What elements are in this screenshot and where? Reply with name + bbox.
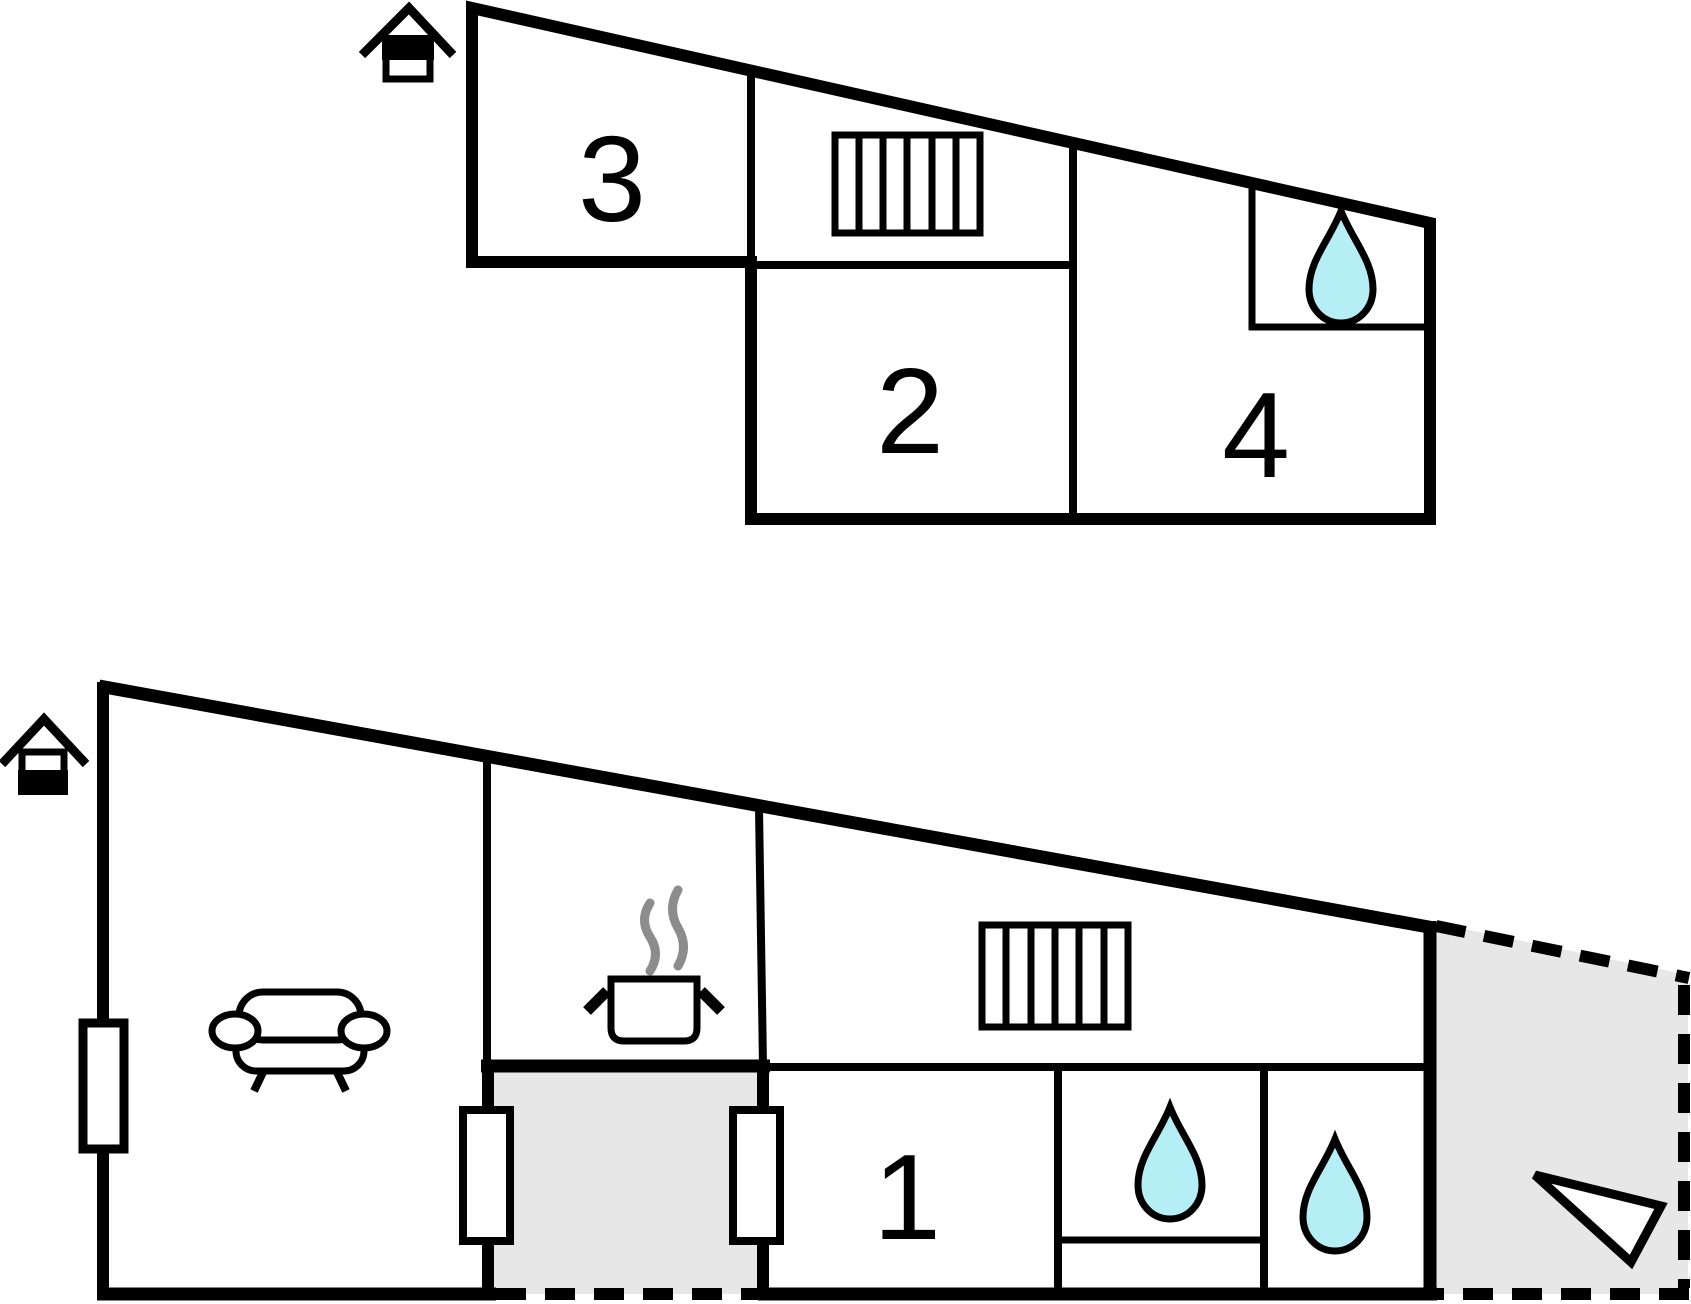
storey-filled-half bbox=[18, 770, 68, 795]
room-label-2: 2 bbox=[876, 343, 944, 479]
room-label-4: 4 bbox=[1222, 367, 1290, 503]
sofa-icon bbox=[208, 988, 391, 1093]
storey-roof bbox=[358, 1, 457, 59]
stairs-icon bbox=[978, 921, 1132, 1031]
room-label-1: 1 bbox=[873, 1129, 941, 1265]
cooking-pot-icon bbox=[583, 975, 725, 1045]
steam-icon bbox=[640, 885, 688, 976]
storey-roof bbox=[0, 712, 90, 768]
wall-top-slope bbox=[97, 679, 1436, 935]
steam-line bbox=[668, 885, 688, 971]
door-icon bbox=[459, 1106, 514, 1245]
door-icon bbox=[729, 1106, 784, 1245]
stairs-icon bbox=[831, 131, 984, 237]
pot-handle-right bbox=[697, 987, 725, 1015]
wall-kitchen-dining bbox=[755, 807, 767, 1067]
terrace-fill bbox=[1430, 922, 1688, 1294]
pot-body bbox=[607, 975, 701, 1045]
terrace-arrow-icon bbox=[1531, 1170, 1668, 1270]
pot-handle-left bbox=[583, 987, 611, 1015]
window-icon bbox=[78, 1018, 129, 1154]
sofa-armrest-right bbox=[337, 1010, 391, 1052]
steam-line bbox=[640, 898, 660, 976]
hall-fill bbox=[494, 1070, 757, 1294]
ground-floor-outline bbox=[98, 682, 1435, 1294]
sofa-armrest-left bbox=[208, 1010, 262, 1052]
room-label-3: 3 bbox=[578, 111, 646, 247]
upper-floor-plan: 3 2 4 bbox=[358, 0, 1436, 525]
terrace-dashed-edge-top bbox=[1434, 920, 1691, 984]
terrace-area bbox=[1430, 920, 1691, 1300]
upper-storey-icon bbox=[358, 1, 457, 83]
ground-storey-icon bbox=[0, 712, 90, 795]
ground-floor-plan: 1 bbox=[0, 679, 1691, 1301]
storey-filled-half bbox=[382, 35, 434, 60]
